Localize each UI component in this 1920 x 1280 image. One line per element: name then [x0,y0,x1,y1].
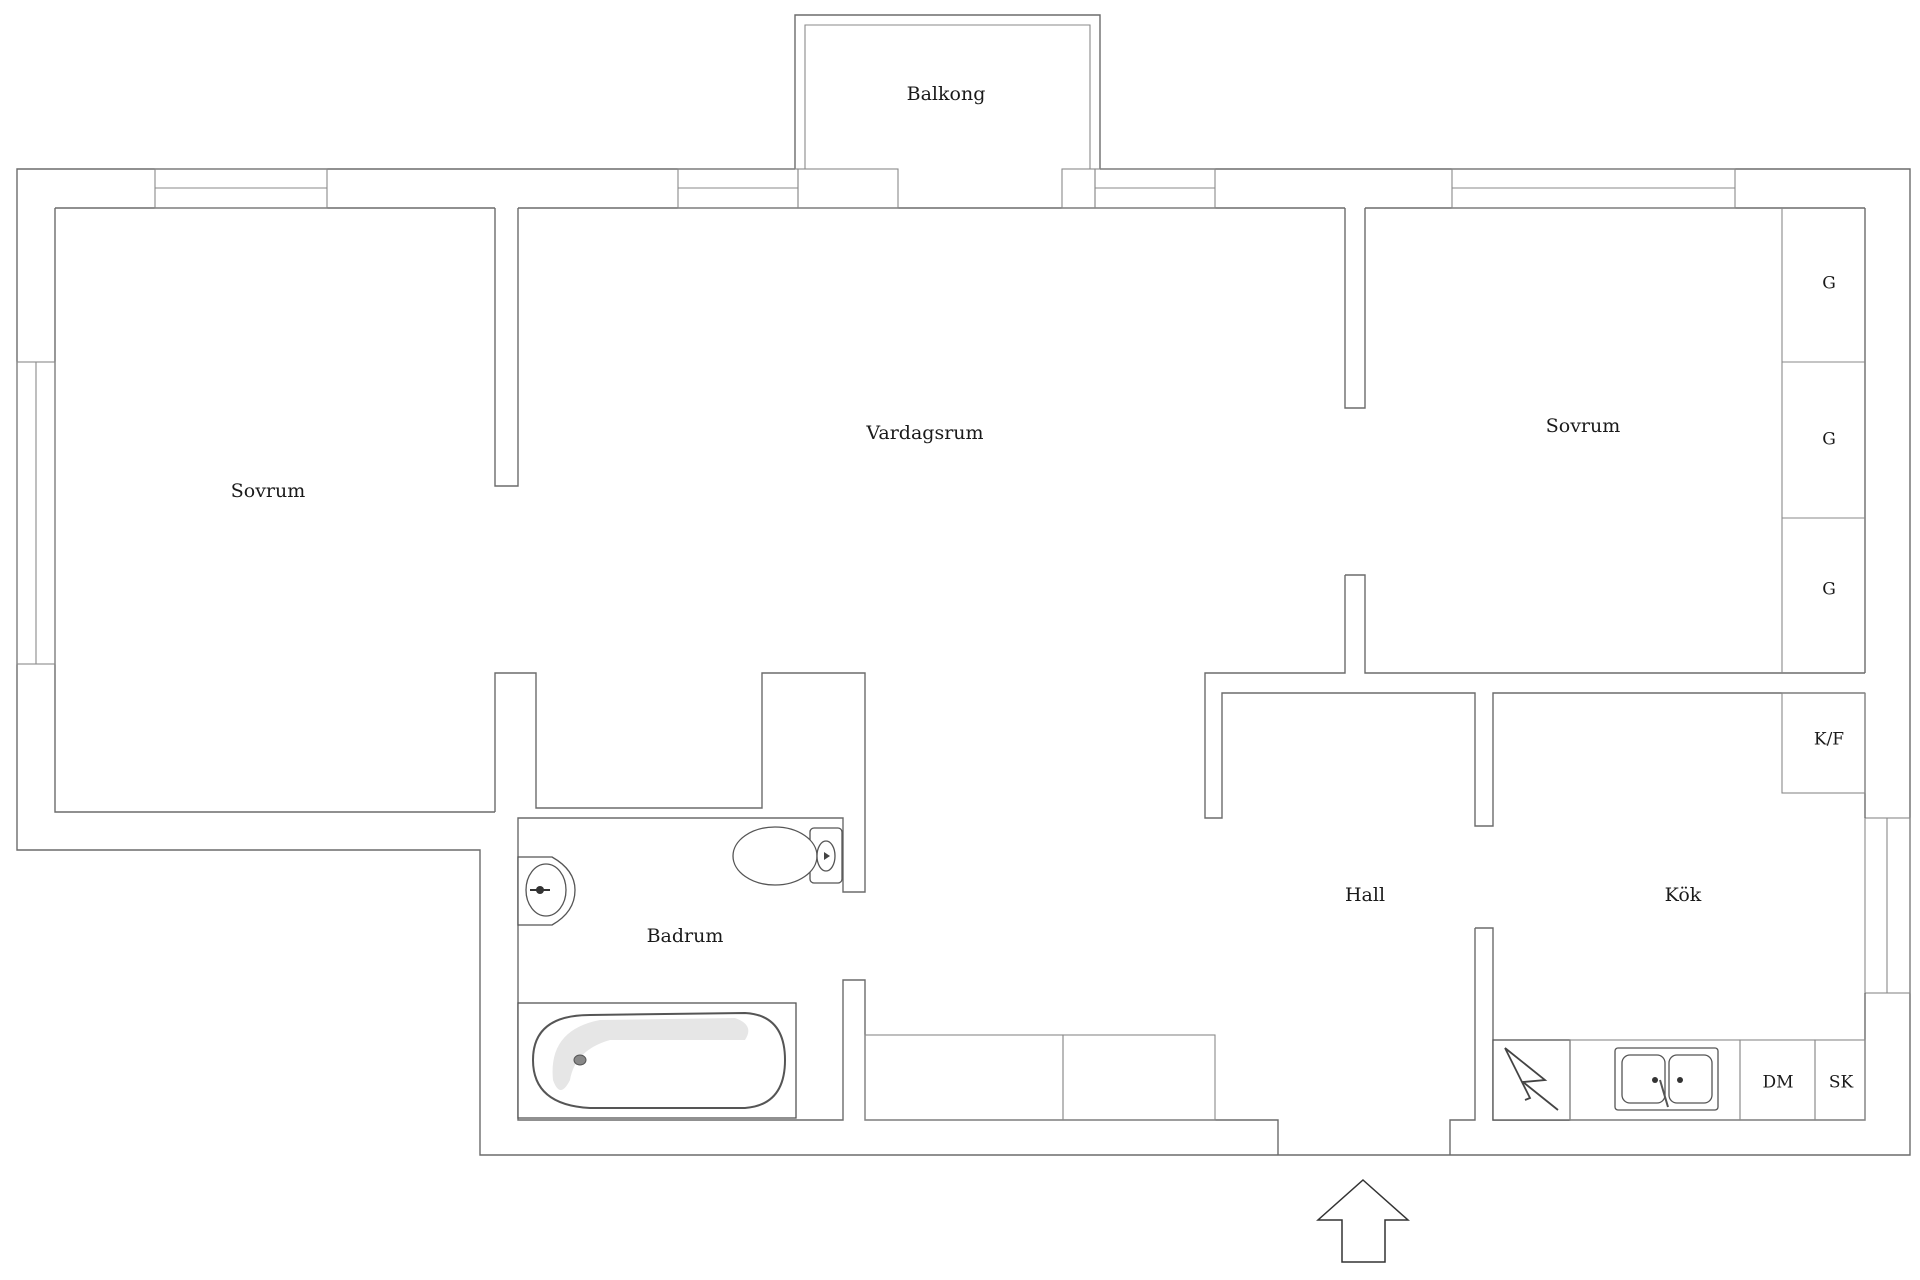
cabinet-label: SK [1829,1073,1854,1093]
wardrobe-label-3: G [1822,580,1836,600]
bathtub-icon [517,1002,797,1119]
living-room-label: Vardagsrum [865,422,983,444]
toilet-icon [732,826,843,886]
fridge-freezer-label: K/F [1814,730,1844,750]
hall-label: Hall [1345,884,1385,906]
stove-icon [1492,1039,1571,1121]
hall-cabinets [864,1034,1216,1121]
bedroom-left-label: Sovrum [231,480,306,502]
wardrobe-label-2: G [1822,430,1836,450]
kitchen-sink-icon [1569,1039,1741,1121]
balcony-label: Balkong [907,83,986,105]
washbasin-icon [517,856,576,926]
kitchen-counter [1739,692,1866,1121]
windows [16,168,1911,994]
balcony [794,14,1101,169]
bathroom-label: Badrum [647,925,724,947]
exterior-walls [16,168,1911,1156]
interior-walls [494,208,1866,1155]
bedroom-right-label: Sovrum [1546,415,1621,437]
wardrobe-label-1: G [1822,274,1836,294]
entrance-arrow-icon [1316,1178,1410,1263]
dishwasher-label: DM [1762,1073,1793,1093]
kitchen-label: Kök [1665,884,1702,906]
